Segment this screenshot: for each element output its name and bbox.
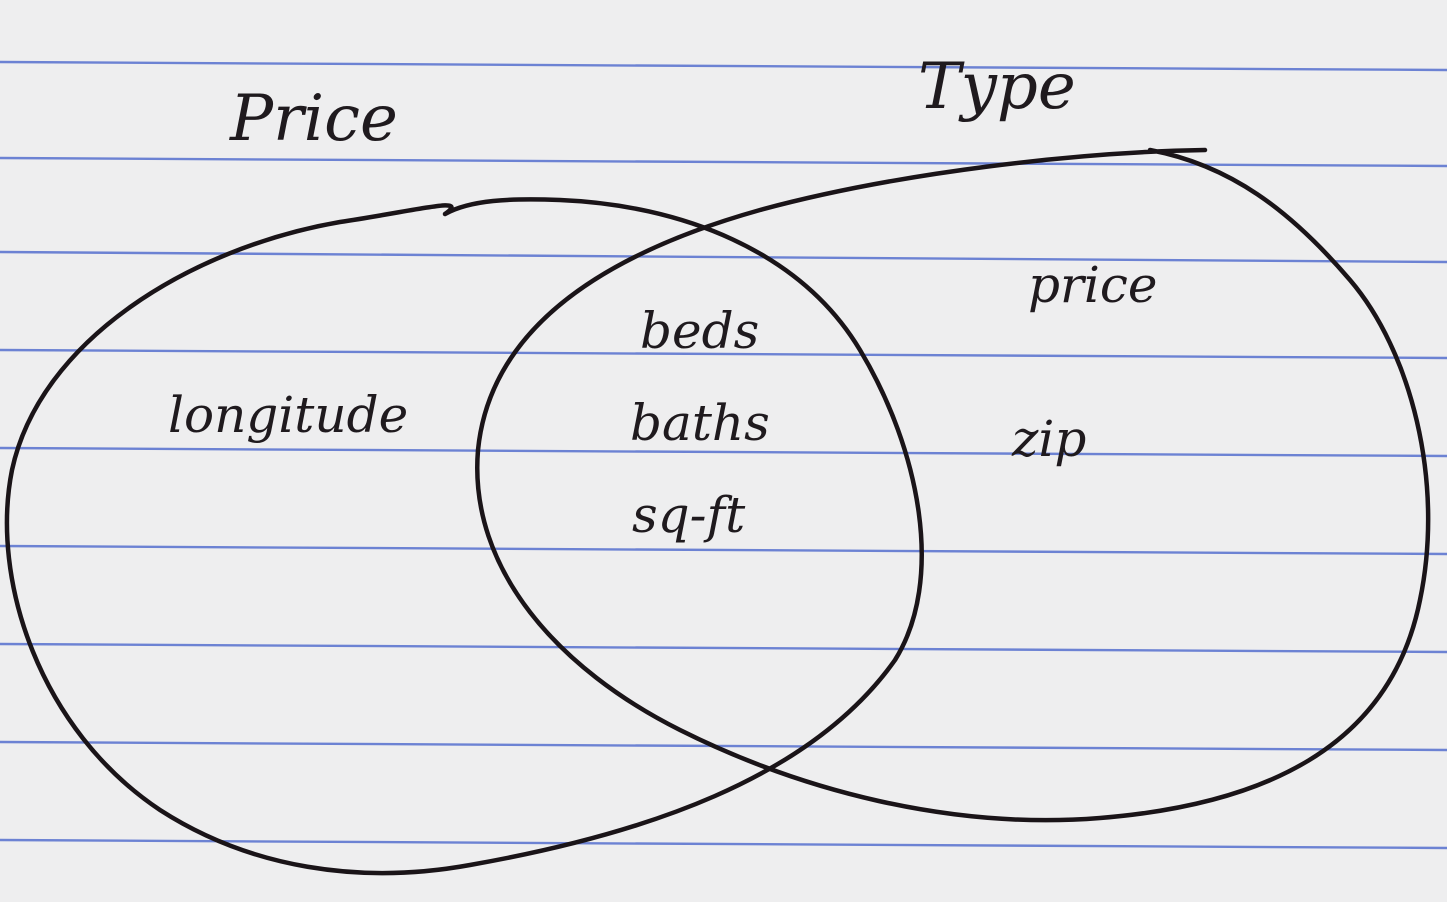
set-label-left: Price	[229, 82, 398, 156]
left-set-circle	[4, 197, 924, 876]
set-label-right: Type	[918, 50, 1076, 124]
member-price: price	[1028, 256, 1158, 314]
ruled-lines	[0, 60, 1447, 850]
member-zip: zip	[1011, 410, 1086, 468]
member-baths: baths	[630, 394, 770, 452]
member-longitude: longitude	[168, 386, 408, 444]
member-beds: beds	[640, 302, 759, 360]
member-sq-ft: sq-ft	[632, 486, 746, 544]
right-set-circle	[475, 147, 1431, 823]
